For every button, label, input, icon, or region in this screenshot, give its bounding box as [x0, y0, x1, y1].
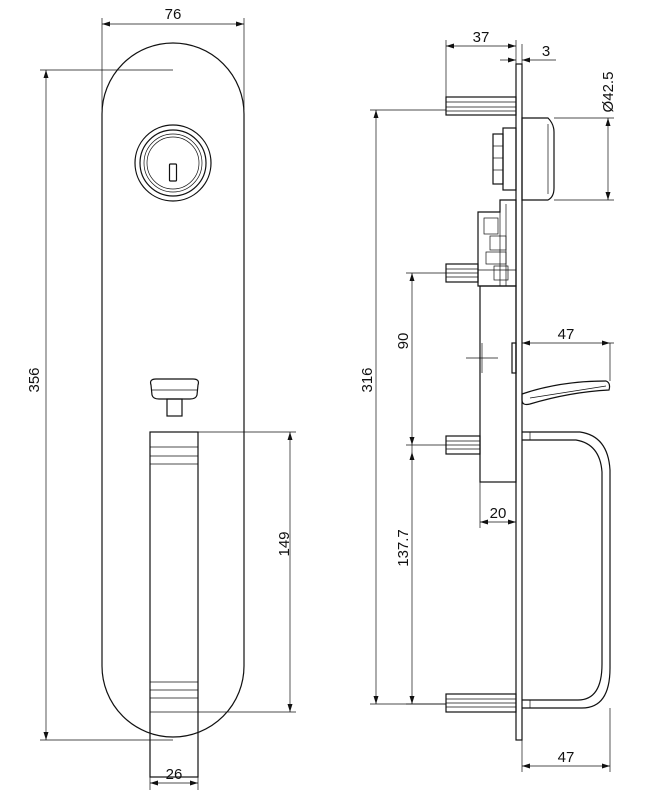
- escutcheon-plate: [101, 42, 245, 738]
- dim-label-front-width: 76: [165, 6, 182, 23]
- side-view: 37 3 Ø42.5 316: [359, 29, 617, 772]
- dim-cylinder-diameter: Ø42.5: [554, 72, 617, 201]
- top-bracket: [445, 40, 517, 116]
- dim-handle-width: 26: [149, 766, 199, 790]
- dim-side-height: 316: [359, 109, 446, 705]
- pull-handle: [522, 431, 611, 709]
- dim-plate-thickness: 3: [500, 43, 556, 64]
- dim-label-plate-thickness: 3: [542, 43, 550, 60]
- grip-handle: [149, 431, 199, 778]
- thumb-turn: [149, 378, 200, 417]
- dim-label-lever-projection: 47: [558, 326, 575, 343]
- dim-label-side-depth: 37: [473, 29, 490, 46]
- dim-side-depth: 37: [446, 29, 517, 64]
- dim-label-spindle-spacing: 90: [395, 333, 412, 350]
- dim-spindle-spacing: 90: [395, 272, 446, 446]
- dim-handle-length: 149: [198, 431, 296, 713]
- dim-label-handle-width: 26: [166, 766, 183, 783]
- dim-lever-projection: 47: [522, 326, 614, 381]
- dim-front-width: 76: [101, 6, 245, 110]
- dim-label-front-height: 356: [26, 367, 43, 392]
- key-cylinder: [134, 124, 212, 202]
- keyhole: [168, 163, 178, 182]
- upper-spindle: [445, 263, 479, 283]
- dim-label-case-depth: 20: [490, 505, 507, 522]
- side-backplate: [515, 63, 523, 741]
- dim-lower-distance: 137.7: [395, 445, 446, 705]
- lower-spindle: [445, 435, 481, 455]
- front-view: 76 356 149 26: [26, 6, 296, 790]
- dim-label-handle-length: 149: [276, 531, 293, 556]
- lock-case: [466, 285, 517, 528]
- cylinder-housing: [492, 117, 555, 201]
- dim-label-lower-distance: 137.7: [395, 529, 412, 567]
- thumb-lever: [521, 380, 611, 406]
- dim-label-side-height: 316: [359, 367, 376, 392]
- lock-mechanism: [477, 199, 517, 287]
- dim-case-depth: 20: [480, 505, 516, 525]
- dim-label-cylinder-diameter: Ø42.5: [600, 72, 617, 113]
- bottom-bracket: [445, 693, 517, 713]
- dim-label-handle-projection: 47: [558, 749, 575, 766]
- dim-front-height: 356: [26, 69, 173, 741]
- dim-handle-projection: 47: [521, 708, 611, 772]
